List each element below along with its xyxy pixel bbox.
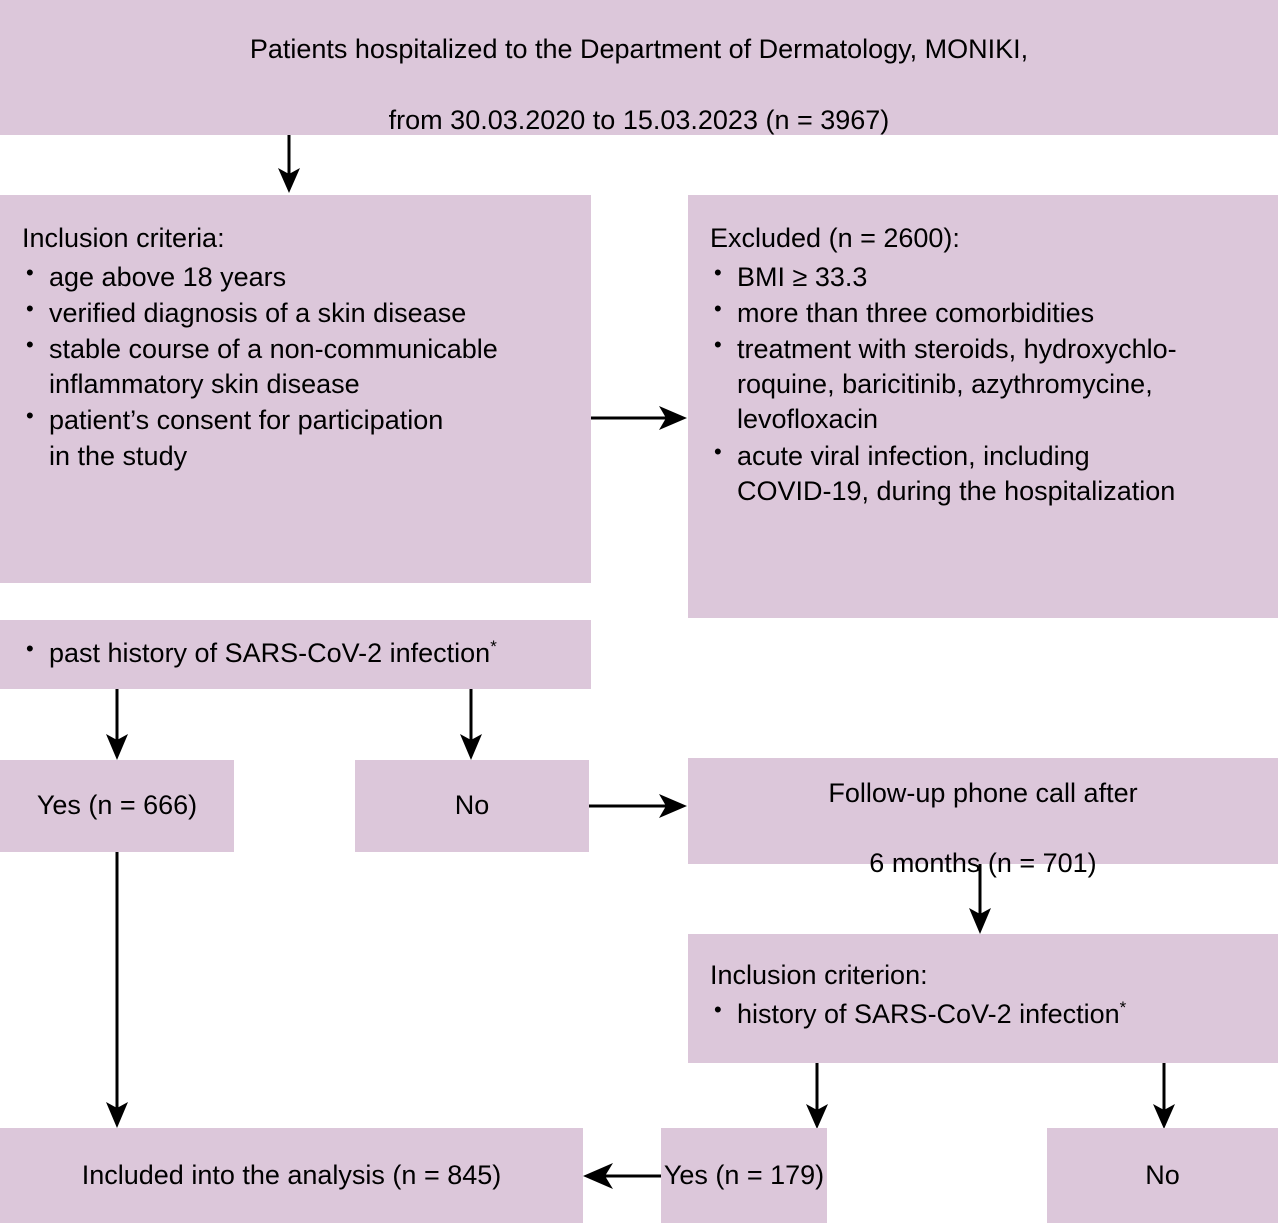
- excluded-item: acute viral infection, including COVID-1…: [710, 438, 1256, 509]
- inclusion-criterion-heading: Inclusion criterion:: [710, 960, 928, 990]
- inclusion-item: stable course of a non-communicable infl…: [22, 331, 569, 402]
- inclusion-criterion-list: history of SARS-CoV-2 infection*: [710, 996, 1256, 1032]
- inclusion-criterion-text: history of SARS-CoV-2 infection: [737, 999, 1120, 1030]
- past-history-text: past history of SARS-CoV-2 infection: [49, 638, 491, 668]
- node-excluded: Excluded (n = 2600): BMI ≥ 33.3 more tha…: [688, 195, 1278, 618]
- inclusion-item: verified diagnosis of a skin disease: [22, 295, 569, 331]
- node-yes-666: Yes (n = 666): [0, 760, 234, 852]
- no-mid-label: No: [454, 790, 490, 821]
- yes-179-label: Yes (n = 179): [663, 1159, 825, 1190]
- inclusion-criterion-item: history of SARS-CoV-2 infection*: [710, 996, 1256, 1032]
- arrow-yes666-to-included: [100, 852, 140, 1130]
- node-past-history: past history of SARS-CoV-2 infection*: [0, 620, 591, 689]
- arrow-past-history-to-yes666: [100, 689, 140, 762]
- inclusion-item: age above 18 years: [22, 259, 569, 295]
- arrow-criterion-to-yes179: [800, 1063, 840, 1131]
- node-inclusion-criterion: Inclusion criterion: history of SARS-CoV…: [688, 934, 1278, 1063]
- past-history-list: past history of SARS-CoV-2 infection*: [0, 620, 591, 671]
- inclusion-item: patient’s consent for participation in t…: [22, 402, 569, 473]
- no-bottom-label: No: [1145, 1159, 1180, 1190]
- followup-line-2: 6 months (n = 701): [869, 848, 1097, 879]
- past-history-item: past history of SARS-CoV-2 infection*: [22, 635, 591, 671]
- excluded-item: treatment with steroids, hydroxychlo- ro…: [710, 331, 1256, 437]
- node-inclusion-criteria: Inclusion criteria: age above 18 years v…: [0, 195, 591, 583]
- node-no-mid: No: [355, 760, 589, 852]
- arrow-no-to-followup: [589, 788, 688, 824]
- footnote-marker-asterisk: *: [1119, 998, 1127, 1018]
- top-line-1: Patients hospitalized to the Department …: [249, 34, 1029, 65]
- arrow-past-history-to-no: [454, 689, 494, 762]
- node-no-bottom: No: [1047, 1128, 1278, 1223]
- arrow-yes179-to-included: [583, 1158, 663, 1194]
- excluded-list: BMI ≥ 33.3 more than three comorbidities…: [710, 259, 1256, 509]
- arrow-criterion-to-no-bottom: [1147, 1063, 1187, 1131]
- node-followup-call: Follow-up phone call after 6 months (n =…: [688, 758, 1278, 878]
- excluded-item: BMI ≥ 33.3: [710, 259, 1256, 295]
- top-line-2: from 30.03.2020 to 15.03.2023 (n = 3967): [388, 104, 890, 135]
- arrow-top-to-inclusion: [272, 135, 312, 195]
- inclusion-criteria-list: age above 18 years verified diagnosis of…: [22, 259, 569, 474]
- excluded-heading: Excluded (n = 2600):: [710, 223, 960, 253]
- footnote-marker-asterisk: *: [490, 637, 497, 656]
- node-yes-179: Yes (n = 179): [661, 1128, 827, 1223]
- excluded-item: more than three comorbidities: [710, 295, 1256, 331]
- arrow-inclusion-to-excluded: [591, 400, 688, 436]
- inclusion-criteria-heading: Inclusion criteria:: [22, 223, 225, 253]
- included-label: Included into the analysis (n = 845): [81, 1159, 502, 1190]
- yes-666-label: Yes (n = 666): [36, 790, 198, 821]
- followup-line-1: Follow-up phone call after: [828, 777, 1138, 808]
- node-included-analysis: Included into the analysis (n = 845): [0, 1128, 583, 1223]
- node-top-population: Patients hospitalized to the Department …: [0, 0, 1278, 135]
